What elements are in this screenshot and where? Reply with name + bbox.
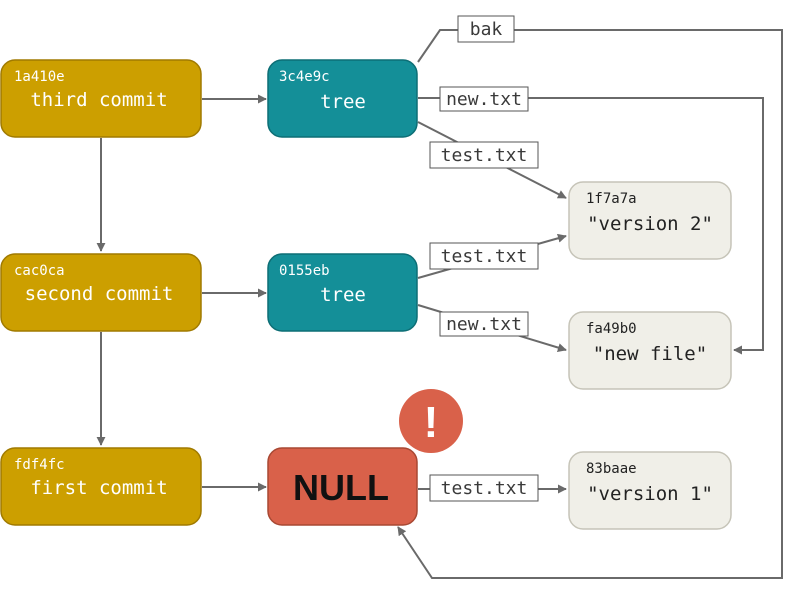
tree-node-0155eb[interactable]: 0155eb tree	[267, 253, 418, 332]
tree-sha: 0155eb	[279, 263, 330, 279]
blob-label: "new file"	[593, 343, 707, 365]
blob-node-83baae[interactable]: 83baae "version 1"	[568, 451, 732, 530]
commit-sha: 1a410e	[14, 69, 65, 85]
blob-sha: 1f7a7a	[586, 191, 637, 207]
commit-node-third[interactable]: 1a410e third commit	[0, 59, 202, 138]
blob-nodes: 1f7a7a "version 2" fa49b0 "new file" 83b…	[568, 181, 732, 530]
edge-label-tree1-test-text: test.txt	[441, 145, 528, 166]
edge-labels: bak new.txt test.txt test.txt new.txt te…	[429, 15, 539, 502]
null-label: NULL	[293, 467, 389, 508]
commit-label: second commit	[25, 283, 174, 305]
commit-label: first commit	[30, 477, 167, 499]
edge-bak	[397, 29, 783, 579]
commit-node-first[interactable]: fdf4fc first commit	[0, 447, 202, 526]
commit-sha: fdf4fc	[14, 457, 65, 473]
exclamation-icon: !	[399, 389, 463, 453]
null-node[interactable]: NULL	[267, 447, 418, 526]
tree-node-3c4e9c[interactable]: 3c4e9c tree	[267, 59, 418, 138]
blob-sha: 83baae	[586, 461, 637, 477]
commit-label: third commit	[30, 89, 167, 111]
edge-label-tree1-new-text: new.txt	[446, 89, 522, 110]
edge-label-tree1-new: new.txt	[439, 86, 529, 112]
blob-sha: fa49b0	[586, 321, 637, 337]
blob-node-1f7a7a[interactable]: 1f7a7a "version 2"	[568, 181, 732, 260]
commit-sha: cac0ca	[14, 263, 65, 279]
exclamation-glyph: !	[424, 398, 439, 447]
commit-node-second[interactable]: cac0ca second commit	[0, 253, 202, 332]
blob-node-fa49b0[interactable]: fa49b0 "new file"	[568, 311, 732, 390]
edge-label-tree2-test: test.txt	[429, 242, 539, 270]
blob-label: "version 2"	[587, 213, 713, 235]
edge-label-tree2-new: new.txt	[439, 311, 529, 337]
edge-tree1-new	[418, 97, 764, 355]
tree-label: tree	[320, 91, 366, 113]
tree-label: tree	[320, 284, 366, 306]
edge-label-bak: bak	[457, 15, 515, 43]
tree-nodes: 3c4e9c tree 0155eb tree NULL	[267, 59, 418, 526]
edge-label-bak-text: bak	[470, 19, 503, 40]
edge-label-tree2-test-text: test.txt	[441, 246, 528, 267]
commit-nodes: 1a410e third commit cac0ca second commit…	[0, 59, 202, 526]
edge-label-tree1-test: test.txt	[429, 141, 539, 169]
edge-label-tree2-new-text: new.txt	[446, 314, 522, 335]
tree-sha: 3c4e9c	[279, 69, 330, 85]
edge-label-null-test: test.txt	[429, 474, 539, 502]
edge-label-null-test-text: test.txt	[441, 478, 528, 499]
blob-label: "version 1"	[587, 483, 713, 505]
